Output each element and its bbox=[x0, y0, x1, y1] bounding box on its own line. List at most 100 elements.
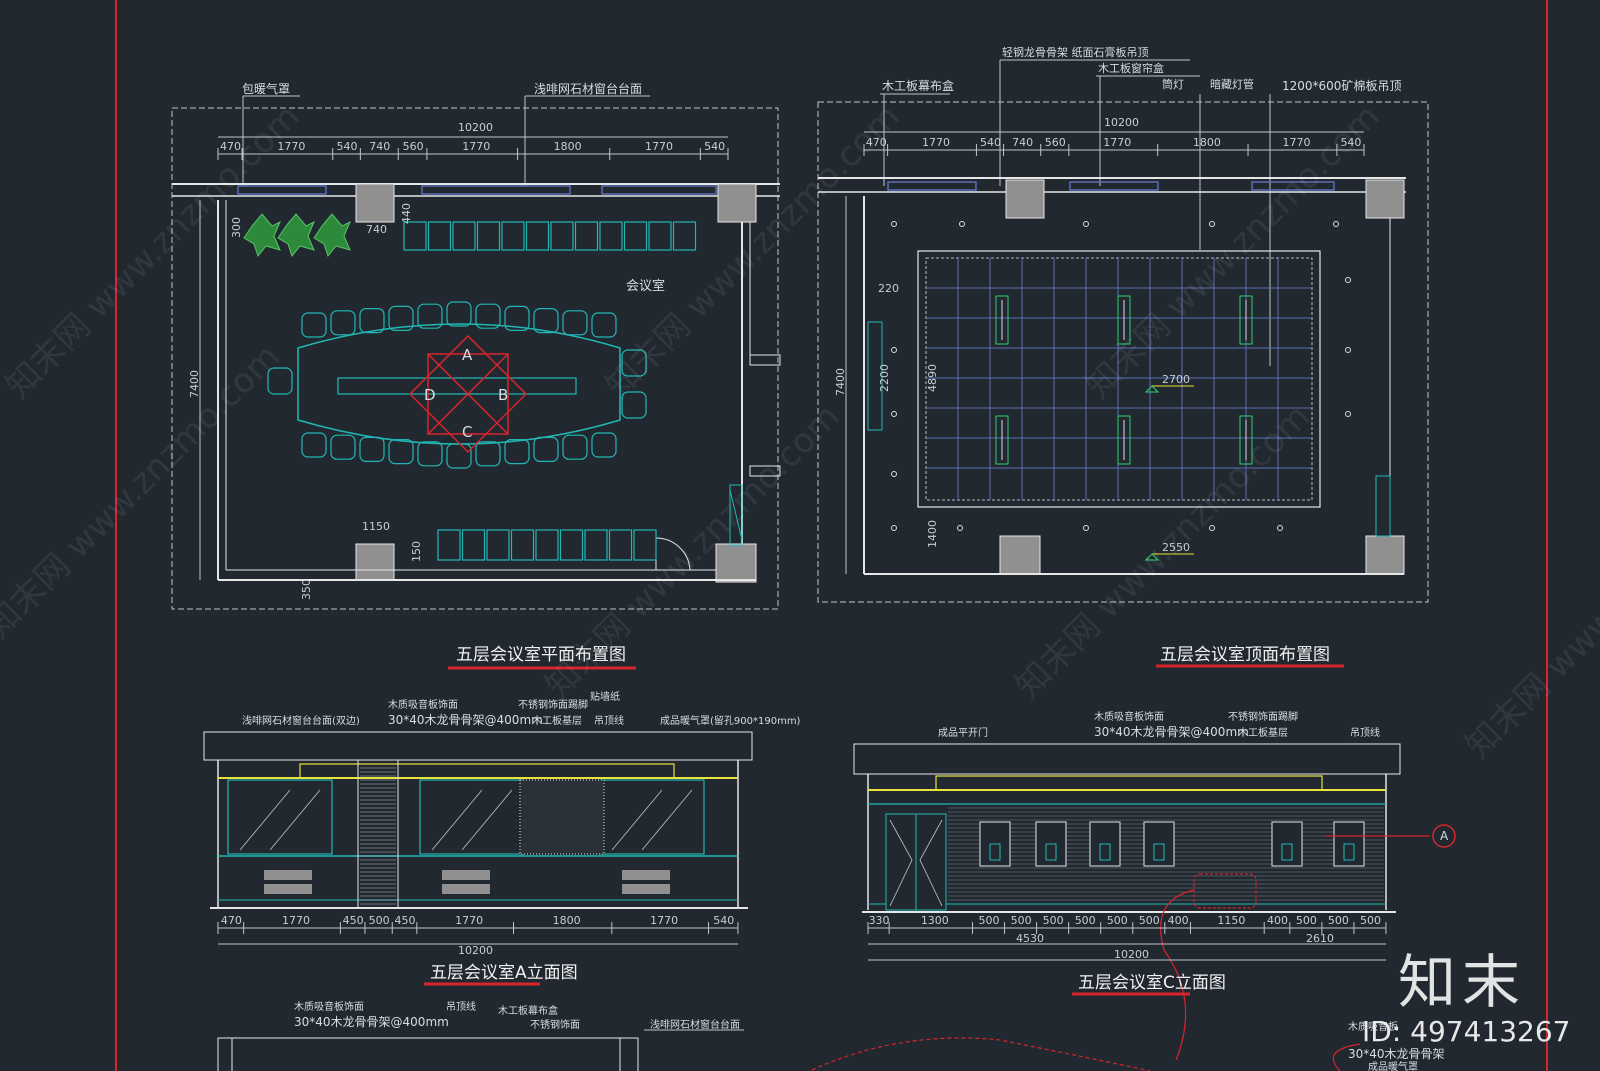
plan-right-side-dim-4: 4890 bbox=[926, 364, 939, 392]
downlight bbox=[1345, 411, 1351, 417]
elev-c-sub-dim-2: 2610 bbox=[1306, 932, 1334, 945]
elev-c-marker: A bbox=[1440, 829, 1449, 843]
plan-left-side-dim-5: 150 bbox=[410, 541, 423, 562]
chair bbox=[446, 301, 472, 327]
elev-a-label-wallpaper: 贴墙纸 bbox=[590, 690, 620, 703]
cabinet bbox=[525, 221, 550, 251]
dim-label: 500 bbox=[1139, 914, 1160, 927]
cabinet bbox=[584, 529, 608, 561]
elev-c-label-door: 成品平开门 bbox=[938, 726, 988, 739]
dim-label: 540 bbox=[704, 140, 725, 153]
elev-c-label-keel: 30*40木龙骨骨架@400mm bbox=[1094, 725, 1249, 739]
cabinet-row-bottom bbox=[437, 529, 657, 561]
cabinet bbox=[559, 529, 584, 561]
section-marker-diamond bbox=[408, 334, 528, 454]
elevation-bottom: 木质吸音板饰面 30*40木龙骨骨架@400mm 吊顶线 木工板幕布盒 不锈钢饰… bbox=[217, 1000, 1445, 1071]
dim-label: 1770 bbox=[1103, 136, 1131, 149]
chair bbox=[359, 436, 385, 462]
elev-c-label-acoustic: 木质吸音板饰面 bbox=[1094, 710, 1164, 723]
downlight bbox=[1083, 525, 1089, 531]
niche-ornament bbox=[1281, 843, 1293, 861]
chair bbox=[533, 436, 559, 462]
dim-label: 500 bbox=[1043, 914, 1064, 927]
downlight bbox=[1333, 221, 1339, 227]
ceiling-label-hidden-lamp: 暗藏灯管 bbox=[1210, 77, 1254, 91]
downlight bbox=[1209, 525, 1215, 531]
dim-label: 470 bbox=[221, 914, 242, 927]
room-label: 会议室 bbox=[626, 278, 665, 294]
plan-left-side-dim-1: 300 bbox=[230, 217, 243, 238]
chair bbox=[591, 432, 617, 458]
cabinet bbox=[623, 221, 648, 251]
cabinet bbox=[550, 221, 574, 251]
elev-c-label-base: 木工板基层 bbox=[1238, 726, 1288, 739]
dim-label: 500 bbox=[1360, 914, 1381, 927]
elev-a-title: 五层会议室A立面图 bbox=[430, 963, 578, 983]
dim-label: 1770 bbox=[650, 914, 678, 927]
light-fixture bbox=[1117, 295, 1131, 345]
plan-left-overall-height: 7400 bbox=[188, 370, 201, 398]
dim-label: 1770 bbox=[282, 914, 310, 927]
brand-logo: 知末 bbox=[1398, 948, 1527, 1016]
plan-right-side-dim-5: 1400 bbox=[926, 520, 939, 548]
downlights bbox=[891, 221, 1351, 531]
niche-ornament bbox=[989, 843, 1001, 861]
chair bbox=[417, 441, 443, 467]
chair bbox=[330, 310, 356, 336]
cabinet bbox=[633, 529, 657, 561]
elevation-c: A 成品平开门 木质吸音板饰面 30*40木龙骨骨架@400mm 木工板基层 不… bbox=[853, 710, 1456, 1061]
dim-label: 1770 bbox=[462, 140, 490, 153]
elev-c-slats bbox=[948, 807, 1384, 901]
elev-bottom-right-label-2: 30*40木龙骨骨架 bbox=[1348, 1047, 1445, 1061]
light-fixture bbox=[995, 415, 1009, 465]
dim-label: 1770 bbox=[1282, 136, 1310, 149]
dim-label: 540 bbox=[980, 136, 1001, 149]
dim-label: 330 bbox=[869, 914, 890, 927]
chair bbox=[533, 308, 559, 334]
dim-label: 470 bbox=[866, 136, 887, 149]
dim-label: 500 bbox=[1011, 914, 1032, 927]
dim-label: 1770 bbox=[645, 140, 673, 153]
cabinet bbox=[608, 529, 633, 561]
chair bbox=[504, 439, 530, 465]
plan-right-overall-width: 10200 bbox=[1104, 116, 1139, 129]
elev-c-overall: 10200 bbox=[1114, 948, 1149, 961]
cabinet bbox=[501, 221, 525, 251]
chair bbox=[388, 305, 414, 331]
elev-bottom-label-ceiling: 吊顶线 bbox=[446, 1000, 476, 1013]
elev-bottom-label-screen-box: 木工板幕布盒 bbox=[498, 1004, 558, 1017]
elev-bottom-label-steel: 不锈钢饰面 bbox=[530, 1018, 580, 1031]
dim-label: 470 bbox=[220, 140, 241, 153]
elev-c-label-ceiling-line: 吊顶线 bbox=[1350, 726, 1380, 739]
elev-bottom-label-acoustic: 木质吸音板饰面 bbox=[294, 1000, 364, 1013]
downlight bbox=[891, 347, 897, 353]
downlight bbox=[1277, 525, 1283, 531]
dim-label: 1770 bbox=[277, 140, 305, 153]
dim-label: 540 bbox=[713, 914, 734, 927]
elevation-a: 浅啡网石材窗台台面(双边) 木质吸音板饰面 30*40木龙骨骨架@400mm 木… bbox=[203, 690, 801, 986]
chair bbox=[417, 303, 443, 329]
downlight bbox=[891, 525, 897, 531]
plan-left-label-sill: 浅啡网石材窗台台面 bbox=[534, 81, 642, 96]
ceiling-label-tile: 1200*600矿棉板吊顶 bbox=[1282, 79, 1401, 93]
ceiling-lights bbox=[995, 295, 1253, 465]
dim-label: 1300 bbox=[921, 914, 949, 927]
plan-left-overall-width: 10200 bbox=[458, 121, 493, 134]
chair bbox=[475, 441, 501, 467]
chair bbox=[301, 312, 327, 338]
dim-label: 450 bbox=[343, 914, 364, 927]
chair bbox=[591, 312, 617, 338]
elev-a-label-radiator: 成品暖气罩(留孔900*190mm) bbox=[660, 714, 801, 727]
conference-table bbox=[297, 323, 621, 445]
dim-label: 500 bbox=[1328, 914, 1349, 927]
elev-a-label-skirting: 不锈钢饰面踢脚 bbox=[518, 698, 588, 711]
cabinet bbox=[599, 221, 623, 251]
elev-bottom-right-label-1: 木质吸音板 bbox=[1348, 1020, 1398, 1033]
dim-label: 500 bbox=[369, 914, 390, 927]
ceiling-label-downlight: 筒灯 bbox=[1162, 77, 1184, 91]
dim-label: 740 bbox=[369, 140, 390, 153]
chair bbox=[330, 434, 356, 460]
cabinet bbox=[403, 221, 427, 251]
elev-c-title: 五层会议室C立面图 bbox=[1078, 973, 1226, 993]
